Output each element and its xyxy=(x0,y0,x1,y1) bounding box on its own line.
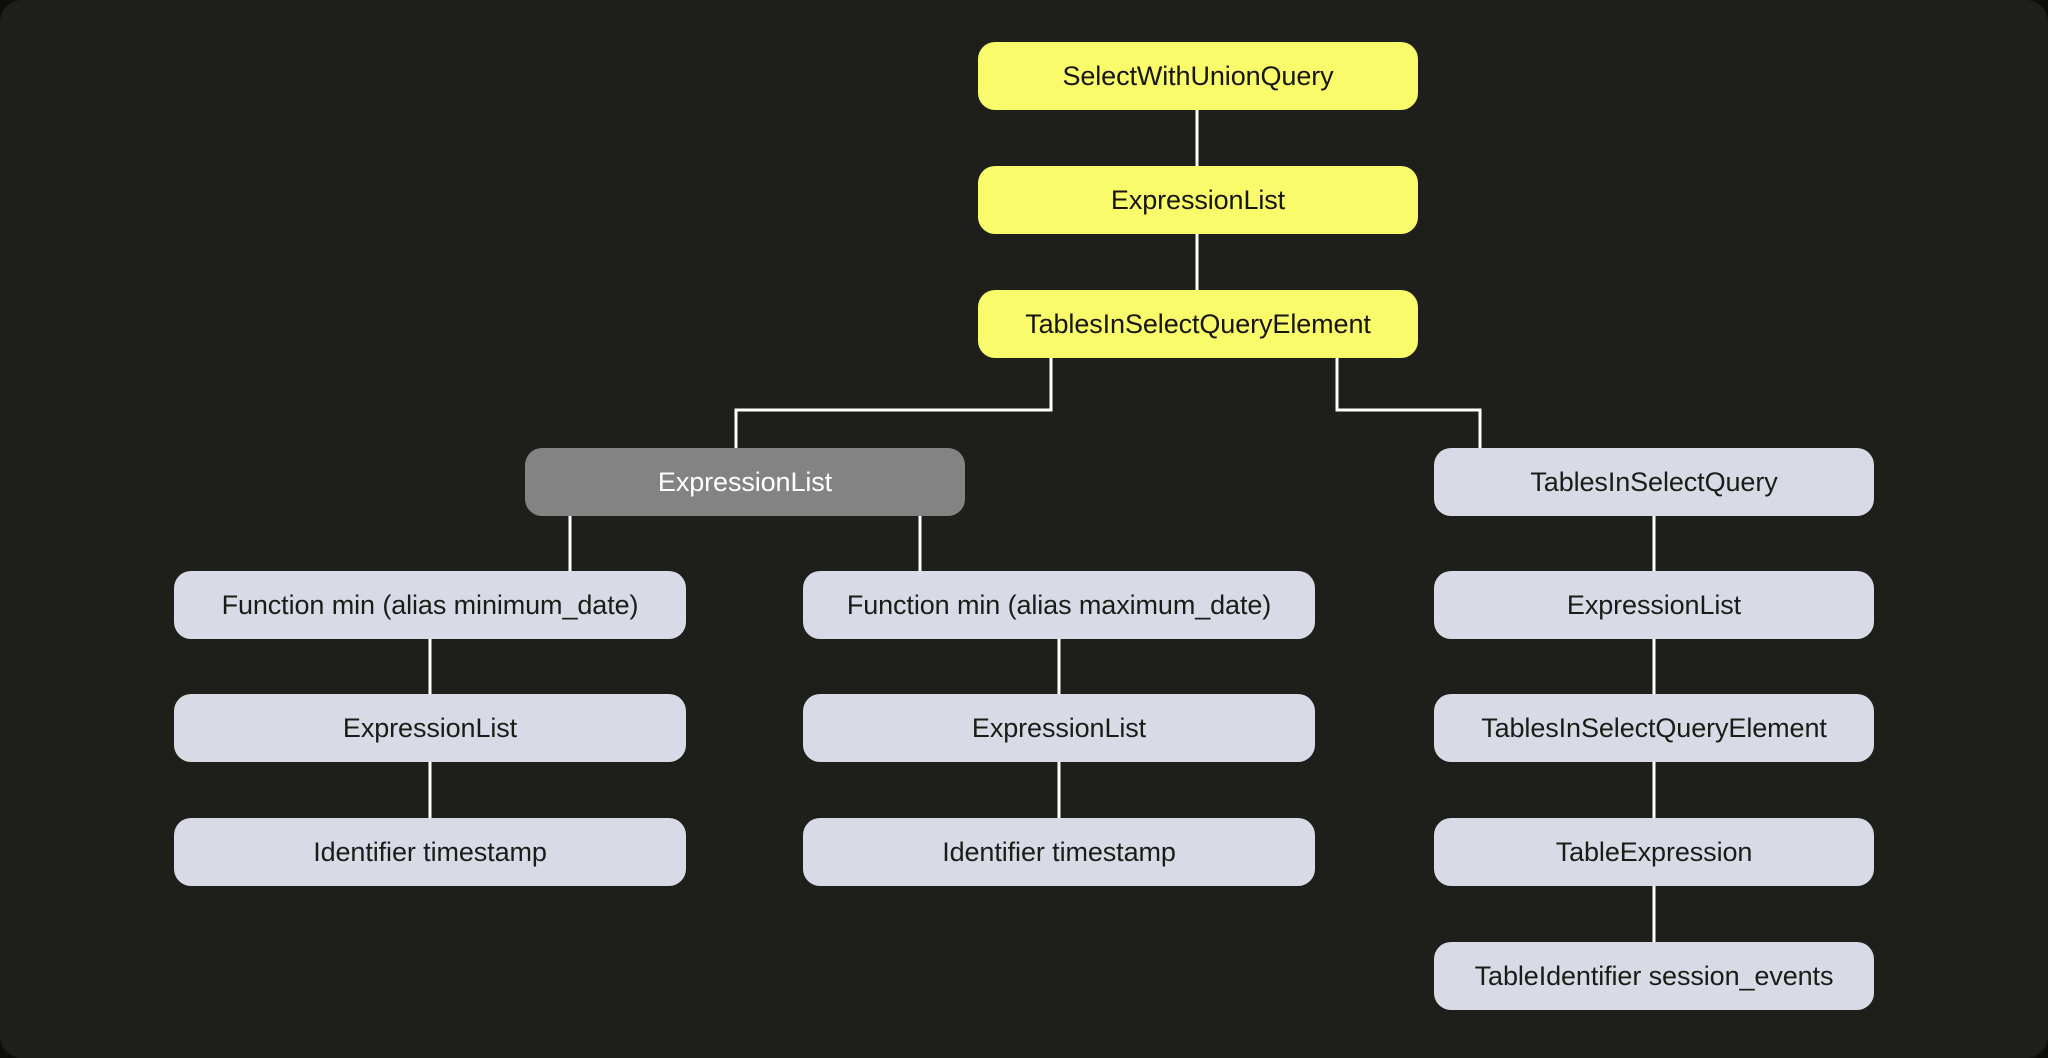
tree-node-label: ExpressionList xyxy=(342,712,518,743)
tree-node-n1[interactable]: SelectWithUnionQuery xyxy=(978,42,1418,110)
tree-node-label: Identifier timestamp xyxy=(942,836,1176,867)
tree-node-label: TablesInSelectQueryElement xyxy=(1025,308,1371,339)
edge-n3-n4 xyxy=(734,358,1053,448)
tree-node-n12[interactable]: Identifier timestamp xyxy=(174,818,686,886)
tree-node-label: ExpressionList xyxy=(657,466,833,497)
tree-node-label: ExpressionList xyxy=(1110,184,1286,215)
tree-node-n5[interactable]: TablesInSelectQuery xyxy=(1434,448,1874,516)
tree-node-n8[interactable]: ExpressionList xyxy=(1434,571,1874,639)
tree-node-label: TablesInSelectQuery xyxy=(1530,466,1778,497)
tree-node-n6[interactable]: Function min (alias minimum_date) xyxy=(174,571,686,639)
tree-node-label: TableExpression xyxy=(1555,836,1753,867)
edge-n3-n5 xyxy=(1335,358,1482,448)
tree-node-n3[interactable]: TablesInSelectQueryElement xyxy=(978,290,1418,358)
tree-node-n7[interactable]: Function min (alias maximum_date) xyxy=(803,571,1315,639)
tree-node-label: SelectWithUnionQuery xyxy=(1062,60,1334,91)
tree-node-n10[interactable]: ExpressionList xyxy=(803,694,1315,762)
tree-node-label: Function min (alias minimum_date) xyxy=(221,589,639,620)
tree-node-label: TablesInSelectQueryElement xyxy=(1481,712,1827,743)
tree-node-n14[interactable]: TableExpression xyxy=(1434,818,1874,886)
tree-node-n2[interactable]: ExpressionList xyxy=(978,166,1418,234)
tree-node-label: Function min (alias maximum_date) xyxy=(846,589,1272,620)
tree-node-n13[interactable]: Identifier timestamp xyxy=(803,818,1315,886)
tree-node-label: TableIdentifier session_events xyxy=(1474,960,1834,991)
tree-node-n4[interactable]: ExpressionList xyxy=(525,448,965,516)
tree-node-label: Identifier timestamp xyxy=(313,836,547,867)
tree-node-label: ExpressionList xyxy=(1566,589,1742,620)
tree-node-n9[interactable]: ExpressionList xyxy=(174,694,686,762)
tree-node-n11[interactable]: TablesInSelectQueryElement xyxy=(1434,694,1874,762)
tree-node-label: ExpressionList xyxy=(971,712,1147,743)
tree-node-n15[interactable]: TableIdentifier session_events xyxy=(1434,942,1874,1010)
